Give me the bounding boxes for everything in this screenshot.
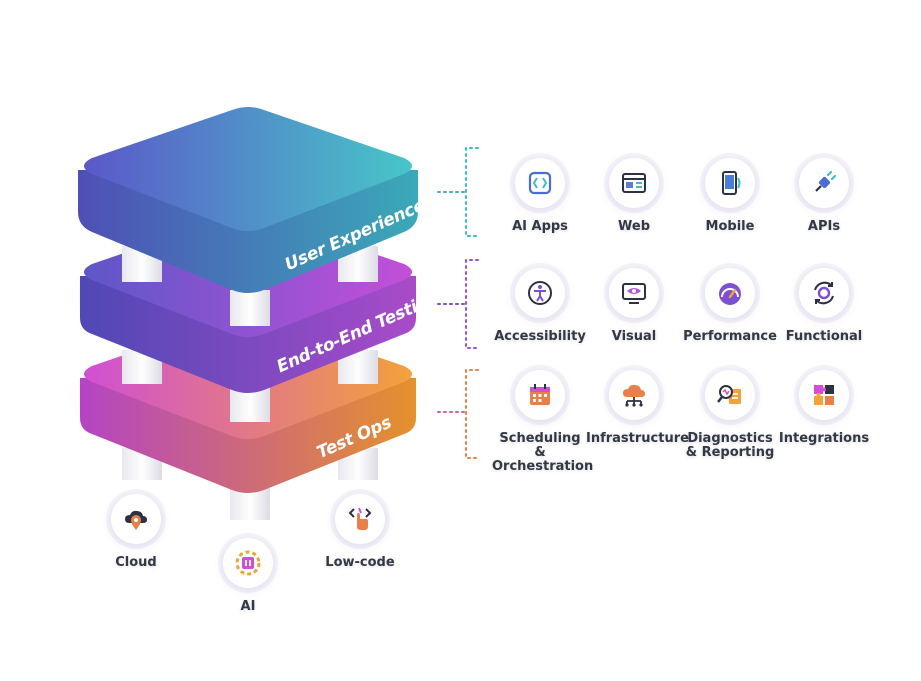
- feature-label: APIs: [807, 219, 841, 234]
- cloud-pin-icon: [111, 494, 161, 544]
- gauge-icon: [705, 268, 755, 318]
- foundation-low-code: Low-code: [312, 494, 408, 594]
- foundation-label: AI: [240, 599, 256, 614]
- chip-gear-icon: [223, 538, 273, 588]
- feature-accessibility: Accessibility: [492, 268, 588, 368]
- mobile-phone-icon: [705, 158, 755, 208]
- feature-performance: Performance: [682, 268, 778, 368]
- code-hand-icon: [335, 494, 385, 544]
- feature-label: AI Apps: [512, 219, 568, 234]
- magnifier-report-icon: [705, 370, 755, 420]
- feature-web: Web: [586, 158, 682, 258]
- accessibility-icon: [515, 268, 565, 318]
- plug-icon: [799, 158, 849, 208]
- foundation-ai: AI: [200, 538, 296, 638]
- feature-scheduling-orchestration: Scheduling & Orchestration: [492, 370, 593, 474]
- calendar-icon: [515, 370, 565, 420]
- foundation-label: Cloud: [115, 555, 157, 570]
- feature-label: Performance: [683, 329, 777, 344]
- feature-integrations: Integrations: [776, 370, 872, 470]
- feature-diagnostics-reporting: Diagnostics & Reporting: [682, 370, 778, 470]
- feature-functional: Functional: [776, 268, 872, 368]
- ai-apps-icon: [515, 158, 565, 208]
- feature-label: Accessibility: [494, 329, 586, 344]
- middle-pillars: [122, 350, 378, 422]
- feature-label: Scheduling & Orchestration: [492, 431, 594, 474]
- feature-label: Diagnostics & Reporting: [685, 431, 775, 460]
- connector-brackets: [437, 147, 479, 459]
- feature-apis: APIs: [776, 158, 872, 258]
- feature-label: Visual: [611, 329, 657, 344]
- eye-monitor-icon: [609, 268, 659, 318]
- feature-label: Infrastructure: [586, 431, 689, 446]
- feature-label: Mobile: [705, 219, 755, 234]
- feature-infrastructure: Infrastructure: [586, 370, 689, 470]
- puzzle-icon: [799, 370, 849, 420]
- feature-label: Functional: [785, 329, 863, 344]
- feature-visual: Visual: [586, 268, 682, 368]
- cloud-network-icon: [609, 370, 659, 420]
- foundation-label: Low-code: [325, 555, 395, 570]
- feature-label: Integrations: [778, 431, 870, 446]
- feature-label: Web: [618, 219, 650, 234]
- feature-mobile: Mobile: [682, 158, 778, 258]
- web-browser-icon: [609, 158, 659, 208]
- feature-ai-apps: AI Apps: [492, 158, 588, 258]
- foundation-cloud: Cloud: [88, 494, 184, 594]
- gear-cycle-icon: [799, 268, 849, 318]
- platform-stack: [78, 107, 418, 520]
- layer-user-experience: [78, 107, 418, 293]
